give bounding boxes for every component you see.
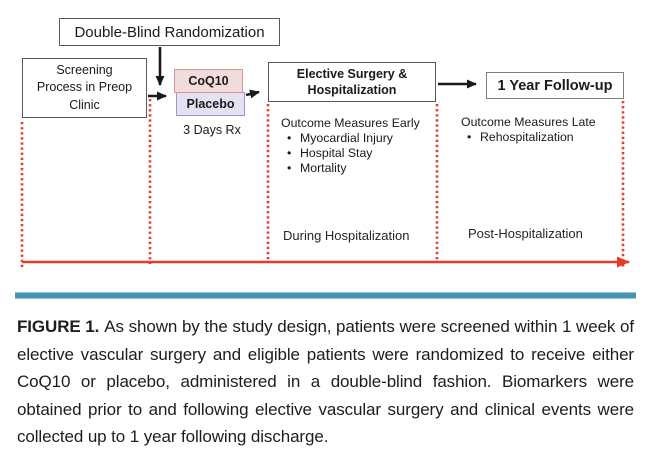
randomization-box: Double-Blind Randomization	[59, 18, 280, 46]
surgery-line-1: Elective Surgery &	[296, 66, 408, 81]
surgery-box: Elective Surgery & Hospitalization	[268, 62, 436, 102]
arrow-treatment-to-surgery	[245, 89, 260, 99]
screening-box: Screening Process in Preop Clinic	[22, 58, 147, 118]
surgery-line-2: Hospitalization	[307, 83, 397, 97]
placebo-box: Placebo	[176, 92, 245, 116]
phase-label-during-hospitalization: During Hospitalization	[283, 228, 410, 243]
placebo-label: Placebo	[186, 97, 235, 111]
screening-line-2: Process in Preop	[36, 80, 133, 95]
outcomes-early-title: Outcome Measures Early	[281, 116, 420, 130]
divider-bar	[15, 292, 636, 299]
phase-label-post-hospitalization: Post-Hospitalization	[468, 226, 583, 241]
outcomes-late-title: Outcome Measures Late	[461, 115, 596, 129]
outcome-item: Hospital Stay	[281, 146, 441, 161]
outcomes-early-list: Outcome Measures Early Myocardial Injury…	[281, 116, 441, 176]
outcome-item: Myocardial Injury	[281, 131, 441, 146]
coq10-box: CoQ10	[174, 69, 243, 93]
followup-box: 1 Year Follow-up	[486, 72, 624, 99]
screening-line-1: Screening	[56, 62, 113, 77]
coq10-label: CoQ10	[188, 74, 229, 88]
rx-duration-label: 3 Days Rx	[183, 123, 241, 137]
caption-text: As shown by the study design, patients w…	[17, 317, 634, 446]
outcomes-late-list: Outcome Measures Late Rehospitalization	[461, 115, 631, 145]
figure-caption: FIGURE 1.As shown by the study design, p…	[17, 313, 634, 451]
followup-label: 1 Year Follow-up	[497, 77, 613, 94]
screening-line-3: Clinic	[69, 97, 100, 112]
randomization-label: Double-Blind Randomization	[74, 23, 265, 41]
outcome-item: Mortality	[281, 161, 441, 176]
outcome-item: Rehospitalization	[461, 130, 631, 145]
caption-label: FIGURE 1.	[17, 317, 100, 336]
